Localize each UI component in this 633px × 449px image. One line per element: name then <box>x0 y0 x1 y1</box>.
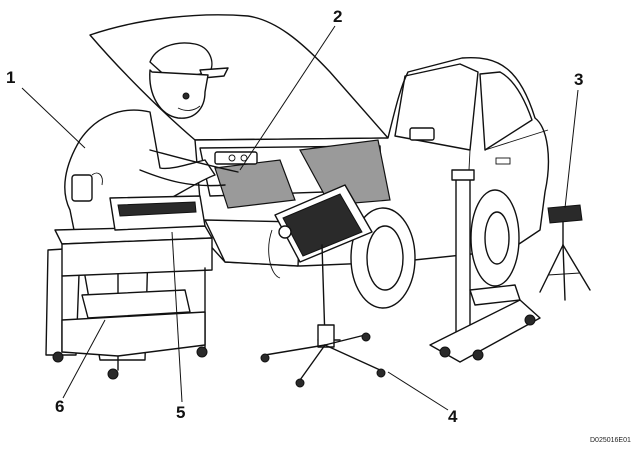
leader-lines <box>21 25 579 411</box>
callout-numbers: 1 2 3 4 5 6 <box>6 7 583 426</box>
callout-2: 2 <box>333 7 342 26</box>
leader-1 <box>21 87 86 149</box>
work-lamp-stand <box>260 184 386 388</box>
callout-6: 6 <box>55 397 64 416</box>
leader-2 <box>239 25 336 171</box>
tray <box>81 289 191 319</box>
mechanic-head <box>149 69 209 119</box>
leader-3 <box>564 89 579 209</box>
figure-code: D025016E01 <box>590 437 631 444</box>
jack-stand <box>539 204 591 301</box>
floor-jack <box>429 169 541 363</box>
leader-6 <box>62 319 106 399</box>
callout-5: 5 <box>176 403 185 422</box>
leader-5 <box>171 231 183 403</box>
callout-4: 4 <box>448 407 458 426</box>
callout-1: 1 <box>6 68 15 87</box>
leader-4 <box>387 371 449 411</box>
callout-3: 3 <box>574 70 583 89</box>
